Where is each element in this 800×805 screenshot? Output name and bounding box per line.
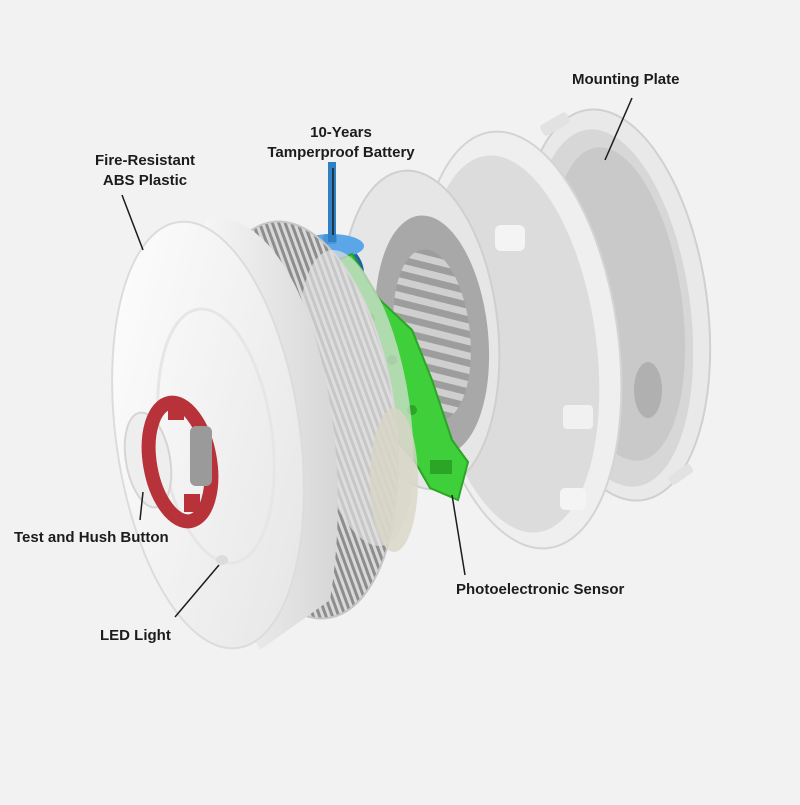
label-battery-line2: Tamperproof Battery [267, 144, 415, 161]
leader-line-led [174, 564, 220, 618]
sensor-chamber [339, 169, 501, 491]
leader-line-test-button [139, 491, 144, 521]
label-photoelectronic-sensor: Photoelectronic Sensor [456, 580, 624, 600]
label-test-hush-button: Test and Hush Button [14, 528, 169, 548]
leader-line-sensor [451, 494, 466, 576]
label-battery-line1: 10-Years [310, 124, 372, 141]
led-light-window [216, 555, 228, 565]
label-led-light: LED Light [100, 626, 171, 646]
label-mounting-plate-text: Mounting Plate [572, 71, 680, 88]
label-abs-line2: ABS Plastic [102, 172, 188, 189]
label-led-light-text: LED Light [100, 627, 171, 644]
leader-line-abs-plastic [121, 194, 144, 251]
label-battery: 10-Years Tamperproof Battery [262, 123, 420, 163]
label-test-hush-button-text: Test and Hush Button [14, 529, 169, 546]
label-photoelectronic-sensor-text: Photoelectronic Sensor [456, 581, 625, 598]
label-mounting-plate: Mounting Plate [572, 70, 680, 90]
leader-line-mounting-plate [604, 97, 633, 161]
label-abs-plastic: Fire-Resistant ABS Plastic [78, 151, 212, 191]
leader-lines [121, 97, 633, 618]
test-hush-button [123, 395, 219, 529]
label-abs-line1: Fire-Resistant [94, 152, 196, 169]
